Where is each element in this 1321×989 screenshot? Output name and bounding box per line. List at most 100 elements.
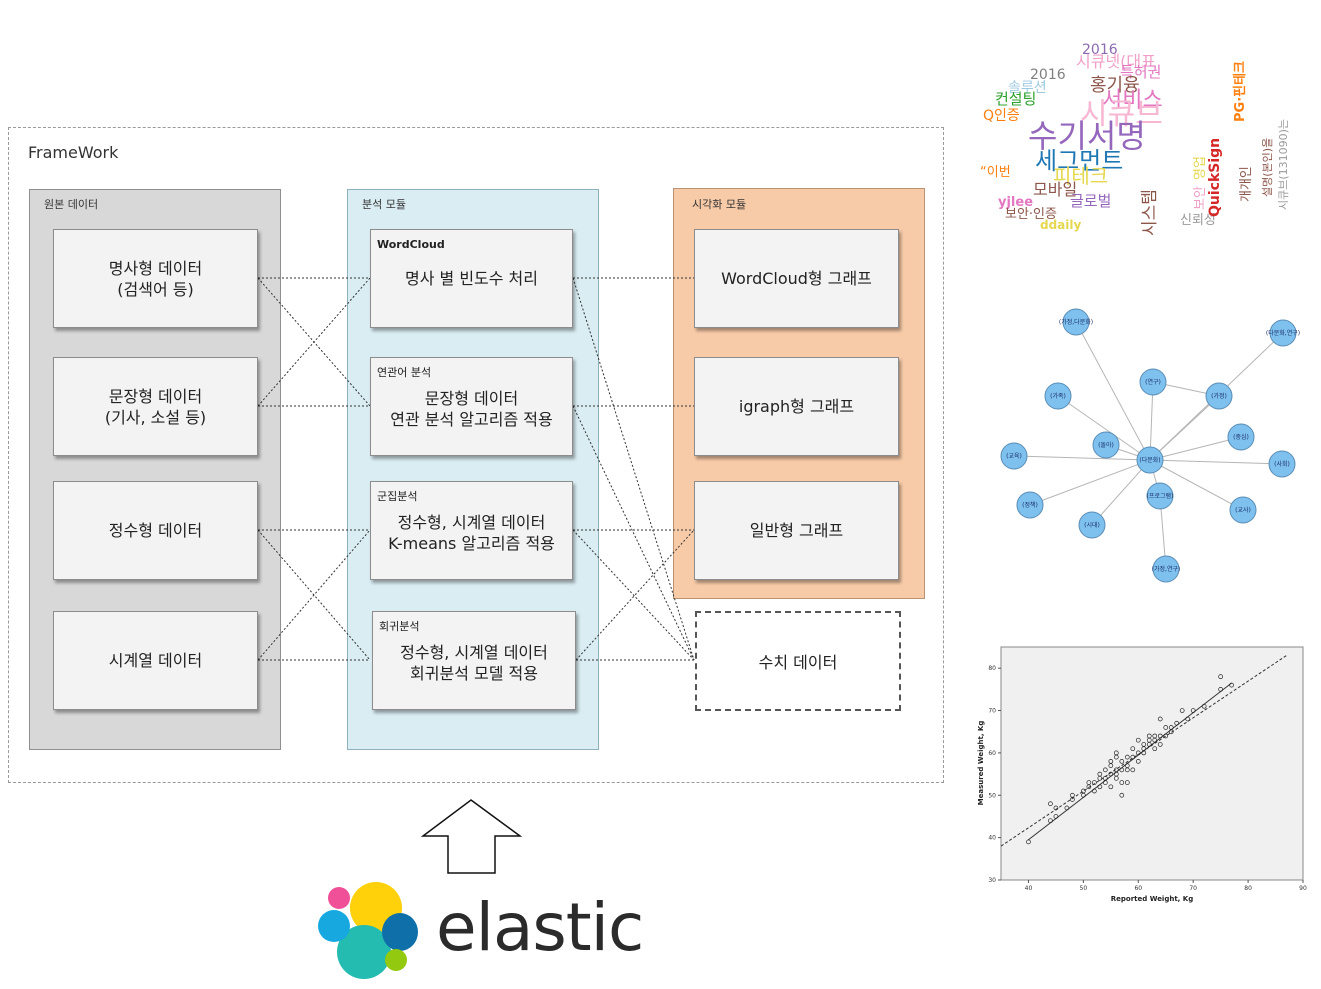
vis-igraph-graph-label: igraph형 그래프 [738, 397, 855, 416]
data-point [1146, 733, 1152, 739]
up-arrow-icon [420, 799, 523, 874]
network-node-label: (가정) [1211, 392, 1227, 400]
source-noun-line-2: (검색어 등) [117, 279, 194, 299]
vis-wordcloud-graph-label: WordCloud형 그래프 [721, 269, 872, 288]
data-point [1152, 746, 1158, 752]
wordcloud-word: 컨설팅 [995, 90, 1037, 108]
source-timeseries-data-box: 시계열 데이터 [53, 611, 258, 710]
data-point [1163, 733, 1169, 739]
network-node [1205, 382, 1233, 410]
data-point [1201, 703, 1207, 709]
data-point [1070, 792, 1075, 798]
source-sentence-data-box: 문장형 데이터 (기사, 소설 등) [53, 357, 258, 456]
data-point [1174, 720, 1180, 726]
analysis-regression-line-2: 회귀분석 모델 적용 [410, 663, 538, 683]
wordcloud-word: 글로벌 [1070, 192, 1112, 210]
source-timeseries-line-1: 시계열 데이터 [108, 651, 203, 670]
numeric-data-box: 수치 데이터 [695, 611, 901, 711]
analysis-clustering-line-2: K-means 알고리즘 적용 [388, 533, 555, 553]
wordcloud-word: Q인증 [983, 108, 1020, 124]
data-point [1218, 687, 1223, 692]
wordcloud-word: 시큐넷(대표 [1076, 52, 1156, 71]
framework-title: FrameWork [28, 143, 119, 162]
wordcloud-word: 시큐브(131090)는 [1277, 118, 1290, 210]
x-tick-label: 50 [1080, 885, 1088, 892]
data-point [1157, 742, 1163, 747]
source-noun-line-1: 명사형 데이터 [108, 258, 203, 278]
data-point [1091, 788, 1097, 794]
analysis-wordcloud-line-1: 명사 별 빈도수 처리 [404, 269, 539, 288]
data-point [1053, 814, 1059, 819]
data-point [1091, 780, 1097, 785]
data-point [1048, 818, 1053, 824]
data-point [1053, 805, 1059, 811]
network-node-label: (교사) [1235, 506, 1251, 514]
data-point [1124, 754, 1130, 760]
x-tick-label: 80 [1244, 885, 1252, 892]
data-point [1026, 839, 1031, 845]
data-point [1130, 767, 1136, 773]
numeric-data-label: 수치 데이터 [758, 653, 838, 672]
x-tick-label: 40 [1025, 885, 1033, 892]
data-point [1119, 759, 1125, 764]
data-point [1108, 771, 1114, 777]
network-node [1152, 555, 1180, 583]
wordcloud-word: 2016 [1082, 42, 1118, 58]
source-noun-data-box: 명사형 데이터 (검색어 등) [53, 229, 258, 328]
chart-y-label: Measured Weight, Kg [977, 721, 985, 806]
network-node-label: (다문화) [1139, 456, 1160, 464]
data-point [1086, 784, 1092, 790]
data-point [1081, 788, 1086, 794]
vis-wordcloud-graph-box: WordCloud형 그래프 [694, 229, 899, 328]
network-node [1139, 368, 1167, 396]
source-column-label: 원본 데이터 [44, 198, 99, 211]
data-point [1119, 767, 1125, 773]
data-point [1108, 784, 1114, 790]
chart-x-label: Reported Weight, Kg [1111, 895, 1193, 903]
analysis-association-box: 연관어 분석 문장형 데이터 연관 분석 알고리즘 적용 [370, 357, 573, 456]
wordcloud-word: yjlee [998, 195, 1034, 210]
network-node [1062, 308, 1090, 336]
analysis-clustering-line-1: 정수형, 시계열 데이터 [397, 512, 546, 532]
analysis-association-line-1: 문장형 데이터 [424, 388, 519, 408]
vis-general-graph-label: 일반형 그래프 [749, 521, 844, 540]
network-node-label: (정책) [1022, 501, 1038, 509]
data-point [1168, 725, 1174, 730]
data-point [1157, 716, 1163, 722]
elastic-logo-icon [318, 882, 418, 979]
network-node-label: (가정,연구) [1152, 565, 1181, 573]
analysis-wordcloud-box: WordCloud 명사 별 빈도수 처리 [370, 229, 573, 328]
network-graph: (가정,다문화)(다문화,연구)(연구)(가족)(가정)(중심)(돌아)(다문화… [1000, 308, 1300, 583]
data-point [1113, 750, 1119, 756]
wordcloud-word: “이번 [980, 165, 1011, 180]
wordcloud-image: 2016 시큐넷(대표 특허권 2016 솔루션 홍기융 컨설팅 서비스 Q인증… [970, 32, 1310, 237]
network-node-label: (교육) [1006, 453, 1022, 460]
visualization-column-label: 시각화 모듈 [692, 198, 747, 211]
wordcloud-word: 영업 [1193, 156, 1208, 180]
data-point [1130, 754, 1136, 760]
network-node [1229, 496, 1257, 524]
network-node [1016, 491, 1044, 519]
data-point [1135, 737, 1141, 743]
x-tick-label: 90 [1299, 885, 1307, 892]
data-point [1218, 674, 1223, 680]
analysis-association-tag: 연관어 분석 [377, 366, 432, 379]
data-point [1124, 780, 1130, 785]
network-node [1136, 446, 1164, 474]
y-tick-label: 80 [988, 665, 996, 672]
wordcloud-word: ddaily [1040, 218, 1082, 232]
elastic-wordmark: elastic [436, 889, 644, 966]
x-tick-label: 70 [1189, 885, 1197, 892]
analysis-association-line-2: 연관 분석 알고리즘 적용 [390, 409, 553, 429]
data-point [1102, 775, 1108, 781]
wordcloud-word: 개개인 [1239, 166, 1254, 202]
wordcloud-word: 세그먼트 [1035, 147, 1124, 175]
wordcloud-word: PG·핀테크 [1233, 60, 1248, 122]
data-point [1229, 682, 1234, 688]
data-point [1163, 725, 1169, 730]
data-point [1135, 759, 1141, 764]
analysis-clustering-box: 군집분석 정수형, 시계열 데이터 K-means 알고리즘 적용 [370, 481, 573, 580]
chart-points [1026, 674, 1234, 845]
